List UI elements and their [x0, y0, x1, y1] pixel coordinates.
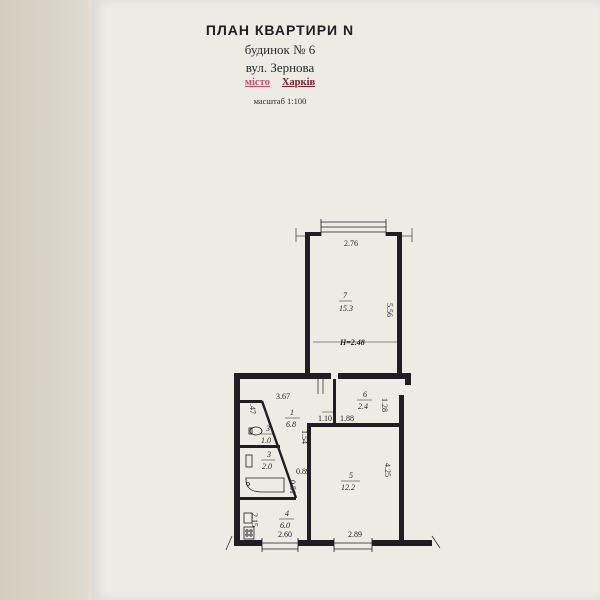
room-area: 1.0: [261, 436, 271, 445]
city-label: місто: [244, 77, 270, 88]
dim-276: 2.76: [344, 239, 358, 248]
room-area: 6.0: [280, 521, 290, 530]
dim-215: 2.15: [250, 513, 259, 527]
room-area: 6.8: [286, 420, 296, 429]
wall-bottom-left: [234, 540, 262, 546]
burner-icon: [249, 533, 253, 537]
fixtures: [243, 378, 336, 540]
burner-icon: [245, 533, 249, 537]
street-name: вул. Зернова: [245, 60, 315, 75]
dim-260: 2.60: [278, 530, 292, 539]
dim-089: 0.89: [296, 467, 310, 476]
dim-425: 4.25: [383, 463, 392, 477]
wall-inner-vertical: [307, 426, 311, 540]
dimension-labels: 2.76 5.56 3.67 1.47 1.28 1.10 1.88 1.54 …: [248, 239, 394, 539]
wall-bath-top: [240, 400, 262, 403]
dim-110: 1.10: [318, 414, 332, 423]
wall-outer-left: [234, 373, 240, 543]
wall-bath-diagonal: [260, 400, 298, 499]
room-number: 3: [265, 424, 270, 433]
wall-wc-split: [240, 445, 280, 448]
dim-128: 1.28: [380, 398, 389, 412]
toilet-tank-icon: [248, 427, 253, 435]
walls: [225, 219, 441, 552]
dim-188: 1.88: [340, 414, 354, 423]
kitchen-sink-icon: [243, 512, 253, 524]
burner-icon: [249, 529, 253, 533]
toilet-icon: [249, 426, 263, 436]
room-number: 4: [285, 509, 289, 518]
wall-room7-left: [305, 235, 310, 376]
wall-bottom-mid: [298, 540, 334, 546]
wall-outer-right: [399, 395, 404, 545]
wall-middle-left: [236, 373, 331, 379]
room-number: 6: [363, 390, 367, 399]
wall-bath-bottom: [240, 497, 296, 500]
city-name: Харків: [281, 77, 316, 88]
window-bottom-right: [333, 538, 373, 552]
page-title: ПЛАН КВАРТИРИ N: [205, 22, 355, 38]
wall-room6-left: [333, 379, 336, 425]
room-labels: 7 15.3 H=2.48 6 2.4 1 6.8 3 1.0 3 2.0 5 …: [260, 291, 397, 530]
wall-bottom-right: [372, 540, 432, 546]
window-top: [320, 219, 387, 236]
room-number: 7: [343, 291, 348, 300]
bathtub-icon: [245, 477, 285, 493]
wall-middle-right: [338, 373, 411, 379]
room-number: 3: [266, 450, 271, 459]
scale-text: масштаб 1:100: [253, 96, 307, 106]
wall-room7-right: [397, 235, 402, 376]
dim-147: 1.47: [248, 400, 257, 414]
dim-367: 3.67: [276, 392, 290, 401]
wall-room7-top-left: [305, 232, 321, 236]
wall-room5-top: [307, 423, 402, 427]
stove-icon: [243, 526, 255, 540]
paper-sheet: [92, 0, 600, 600]
window-bottom-left: [261, 538, 299, 552]
dim-051: 0.51: [288, 480, 297, 494]
wall-stub-right: [405, 373, 411, 385]
drain-icon: [246, 482, 250, 486]
room-area: 15.3: [339, 304, 353, 313]
room-number: 1: [290, 408, 294, 417]
building-number: будинок № 6: [244, 42, 316, 57]
background-edge: [0, 0, 92, 600]
room-area: 2.4: [358, 402, 368, 411]
dim-556: 5.56: [385, 303, 394, 317]
room-area: 2.0: [262, 462, 272, 471]
burner-icon: [245, 529, 249, 533]
room-area: 12.2: [341, 483, 355, 492]
sink-icon: [245, 454, 253, 468]
wall-room7-top-right: [386, 232, 402, 236]
ceiling-height: H=2.48: [339, 338, 365, 347]
dim-289: 2.89: [348, 530, 362, 539]
dim-154: 1.54: [300, 430, 309, 444]
room-number: 5: [349, 471, 353, 480]
city-line: місто Харків: [200, 77, 360, 88]
